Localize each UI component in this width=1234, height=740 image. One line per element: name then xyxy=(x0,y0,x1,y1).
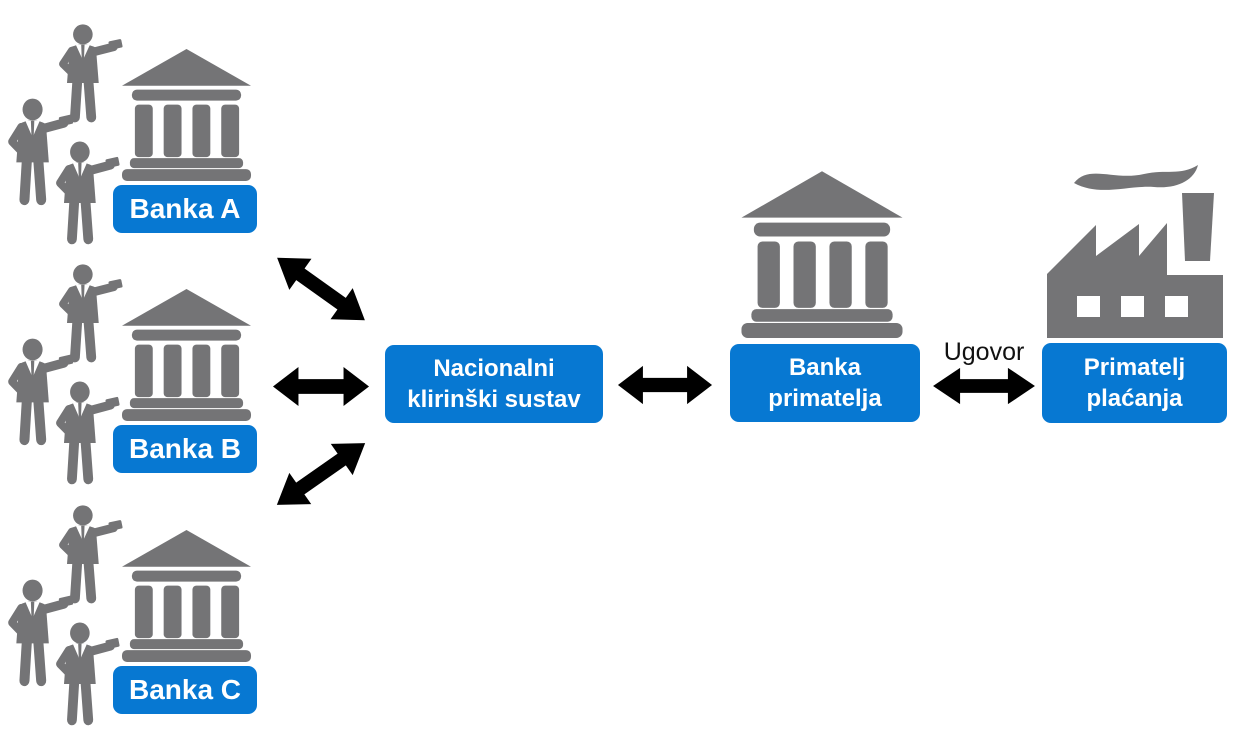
bank-b-label: Banka B xyxy=(113,425,257,473)
factory-icon xyxy=(1044,161,1226,341)
bank-building-icon xyxy=(120,288,253,421)
bank-building-icon xyxy=(120,529,253,662)
bank-building-icon xyxy=(120,48,253,181)
double-arrow-icon xyxy=(264,425,378,522)
bank-building-icon xyxy=(739,170,905,338)
bank-a-label: Banka A xyxy=(113,185,257,233)
bank-cluster-b: Banka B xyxy=(0,240,262,480)
double-arrow-icon xyxy=(264,240,378,338)
double-arrow-icon xyxy=(617,364,713,406)
contract-label: Ugovor xyxy=(943,338,1025,366)
double-arrow-icon xyxy=(272,365,370,408)
bank-cluster-c: Banka C xyxy=(0,481,262,721)
double-arrow-icon xyxy=(932,366,1036,406)
clearing-system-box: Nacionalni klirinški sustav xyxy=(385,345,603,423)
bank-cluster-a: Banka A xyxy=(0,0,262,240)
payment-recipient-box: Primatelj plaćanja xyxy=(1042,343,1227,423)
bank-c-label: Banka C xyxy=(113,666,257,714)
recipient-bank-box: Banka primatelja xyxy=(730,344,920,422)
